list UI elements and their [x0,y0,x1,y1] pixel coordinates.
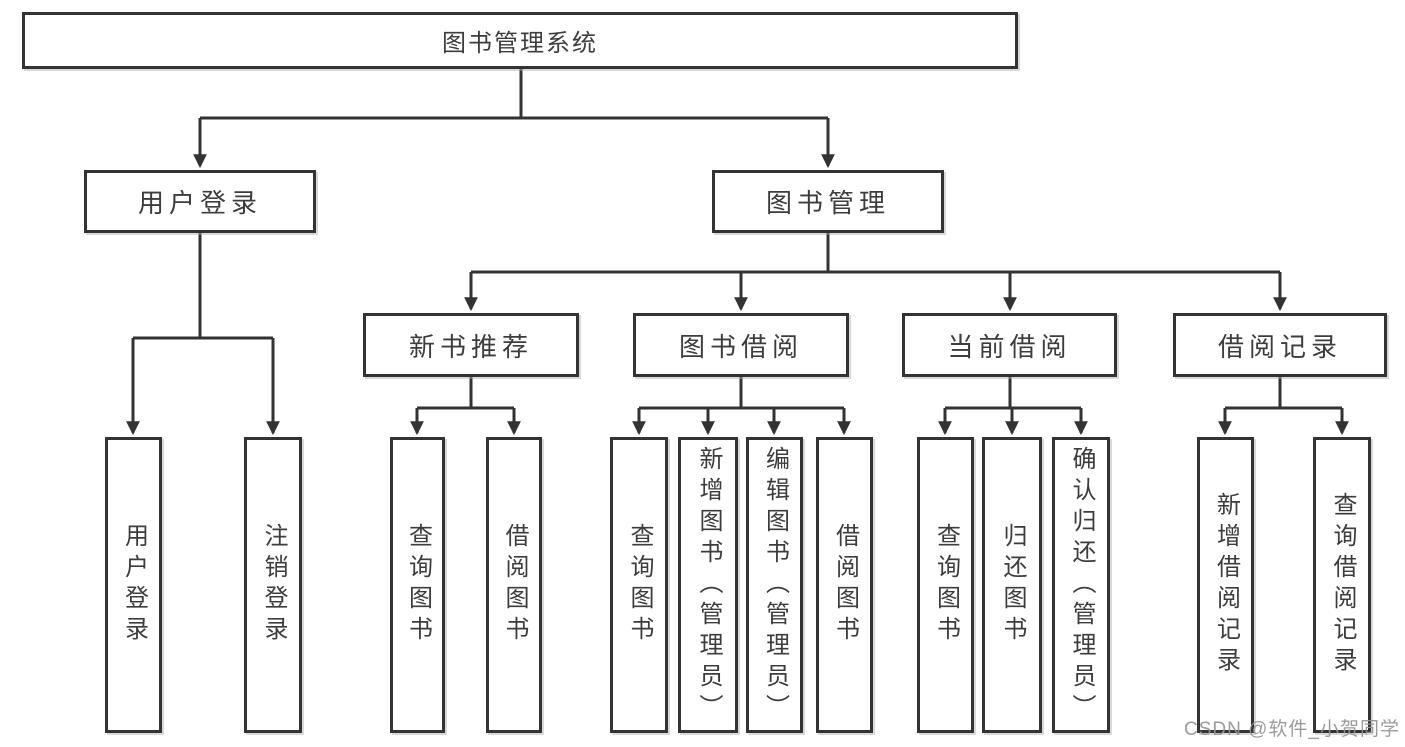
leaf-borrow-books-borrowing: 借阅图书 [816,437,873,733]
node-user-login: 用户登录 [84,170,316,233]
leaf-logout-login: 注销登录 [244,437,302,733]
leaf-add-borrow-record: 新增借阅记录 [1197,437,1254,733]
node-book-management: 图书管理 [712,170,944,233]
node-book-management-label: 图书管理 [765,188,890,218]
leaf-user-login: 用户登录 [105,437,162,733]
leaf-edit-books-admin-label: 编辑图书（管理员） [761,445,789,725]
node-new-book-recommendation-label: 新书推荐 [408,331,533,362]
node-current-borrowing: 当前借阅 [902,313,1117,377]
node-root-label: 图书管理系统 [442,30,598,57]
leaf-query-borrow-record: 查询借阅记录 [1313,437,1371,733]
node-user-login-label: 用户登录 [137,188,262,218]
leaf-user-login-label: 用户登录 [120,523,148,647]
node-new-book-recommendation: 新书推荐 [363,313,579,377]
node-borrowing-records-label: 借阅记录 [1217,331,1342,362]
leaf-query-books-current: 查询图书 [917,437,974,733]
leaf-query-books-borrowing: 查询图书 [610,437,668,733]
leaf-confirm-return-admin-label: 确认归还（管理员） [1068,445,1095,725]
node-current-borrowing-label: 当前借阅 [947,331,1072,362]
leaf-confirm-return-admin: 确认归还（管理员） [1052,437,1110,733]
leaf-add-borrow-record-label: 新增借阅记录 [1212,492,1240,678]
leaf-query-books-current-label: 查询图书 [932,523,960,647]
leaf-edit-books-admin: 编辑图书（管理员） [746,437,803,733]
node-book-borrowing-label: 图书借阅 [678,331,803,362]
leaf-query-borrow-record-label: 查询借阅记录 [1329,492,1356,678]
leaf-add-books-admin-label: 新增图书（管理员） [695,445,722,725]
leaf-borrow-books-recommend: 借阅图书 [486,437,542,733]
leaf-add-books-admin: 新增图书（管理员） [678,437,738,733]
leaf-query-books-recommend: 查询图书 [390,437,445,733]
node-book-borrowing: 图书借阅 [633,313,849,377]
leaf-return-books-label: 归还图书 [999,523,1026,647]
node-root: 图书管理系统 [22,12,1018,69]
node-borrowing-records: 借阅记录 [1173,313,1387,377]
leaf-borrow-books-recommend-label: 借阅图书 [501,523,528,647]
leaf-return-books: 归还图书 [982,437,1042,733]
watermark: CSDN @软件_小贺同学 [1184,719,1400,740]
leaf-borrow-books-borrowing-label: 借阅图书 [831,523,859,647]
leaf-logout-login-label: 注销登录 [260,523,287,647]
leaf-query-books-borrowing-label: 查询图书 [626,523,653,647]
leaf-query-books-recommend-label: 查询图书 [404,523,432,647]
